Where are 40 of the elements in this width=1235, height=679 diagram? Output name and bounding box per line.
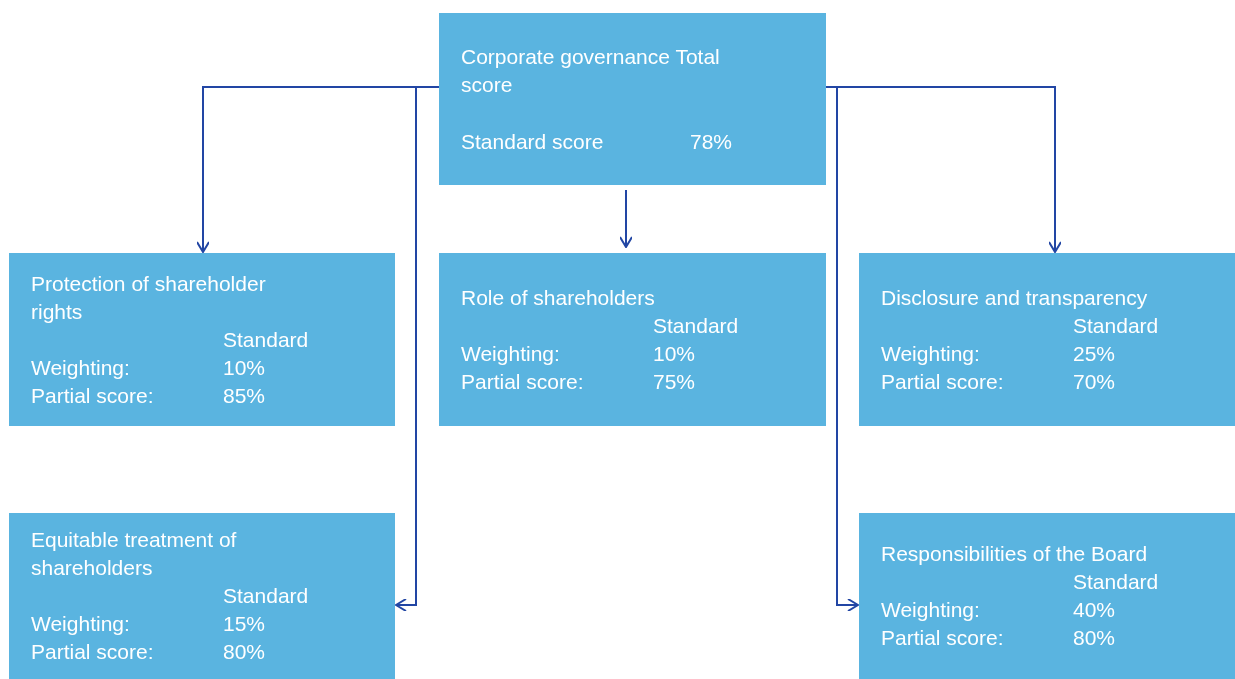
column-heading: Standard <box>1073 569 1160 595</box>
row-label: Partial score: <box>881 625 1005 651</box>
box-heading: Disclosure and transparency <box>881 284 1149 311</box>
score-value: 78% <box>690 129 734 155</box>
row-value: 80% <box>1073 625 1117 651</box>
row-label: Partial score: <box>31 382 155 409</box>
row-label: Partial score: <box>461 368 585 395</box>
row-label: Weighting: <box>461 340 561 367</box>
row-label: Partial score: <box>31 639 155 665</box>
box-heading: Equitable treatment of shareholders <box>31 527 238 581</box>
row-value: 10% <box>223 354 267 381</box>
connector-arrow <box>619 189 633 248</box>
row-value: 25% <box>1073 340 1117 367</box>
score-box <box>9 513 395 679</box>
box-heading: Responsibilities of the Board <box>881 541 1149 567</box>
row-value: 70% <box>1073 368 1117 395</box>
row-label: Weighting: <box>31 354 131 381</box>
score-box <box>859 513 1235 679</box>
box-heading: Corporate governance Total score <box>461 44 721 98</box>
score-box <box>439 13 826 185</box>
box-heading: Role of shareholders <box>461 284 656 311</box>
column-heading: Standard <box>653 312 740 339</box>
row-value: 80% <box>223 639 267 665</box>
row-value: 75% <box>653 368 697 395</box>
score-box <box>859 253 1235 426</box>
row-label: Partial score: <box>881 368 1005 395</box>
column-heading: Standard <box>223 326 310 353</box>
row-value: 85% <box>223 382 267 409</box>
row-label: Weighting: <box>881 597 981 623</box>
column-heading: Standard <box>223 583 310 609</box>
score-label: Standard score <box>461 129 605 155</box>
row-value: 40% <box>1073 597 1117 623</box>
score-box <box>9 253 395 426</box>
row-label: Weighting: <box>881 340 981 367</box>
row-value: 15% <box>223 611 267 637</box>
row-value: 10% <box>653 340 697 367</box>
row-label: Weighting: <box>31 611 131 637</box>
column-heading: Standard <box>1073 312 1160 339</box>
score-box <box>439 253 826 426</box>
box-heading: Protection of shareholder rights <box>31 270 267 325</box>
